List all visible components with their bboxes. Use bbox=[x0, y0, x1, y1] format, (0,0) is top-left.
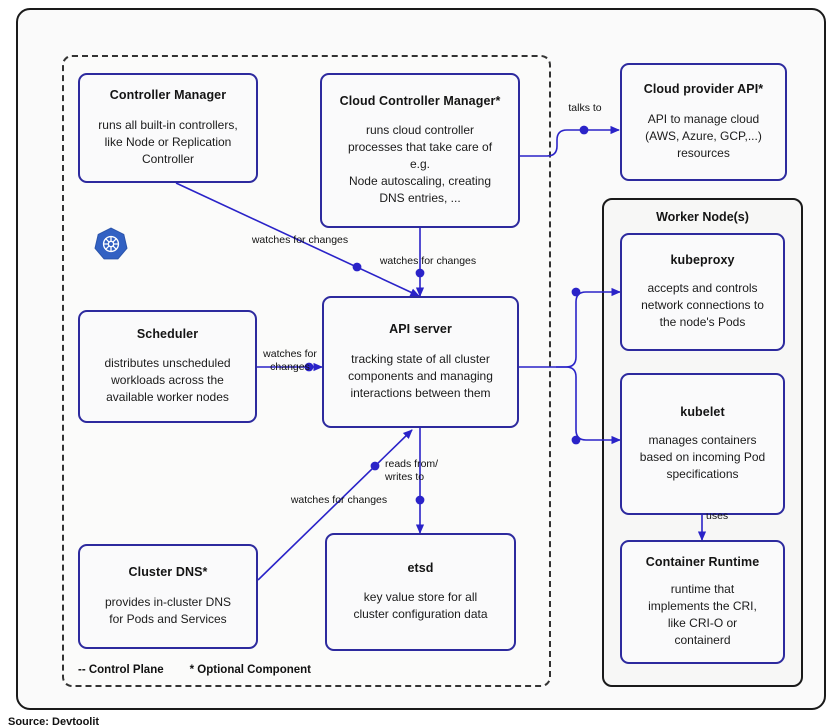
node-api-server[interactable]: API server tracking state of all cluster… bbox=[322, 296, 519, 428]
node-desc: runs cloud controller processes that tak… bbox=[347, 123, 493, 206]
node-desc: API to manage cloud (AWS, Azure, GCP,...… bbox=[645, 111, 762, 160]
legend-optional-component: * Optional Component bbox=[189, 664, 312, 676]
node-desc: key value store for all cluster configur… bbox=[353, 590, 488, 622]
node-controller-manager[interactable]: Controller Manager runs all built-in con… bbox=[78, 73, 258, 183]
edge-label-controller-manager-watches: watches for changes bbox=[251, 234, 349, 246]
node-desc: accepts and controls network connections… bbox=[641, 280, 764, 329]
edge-label-scheduler-watches: watches for changes bbox=[263, 348, 317, 374]
node-cloud-provider-api[interactable]: Cloud provider API* API to manage cloud … bbox=[620, 63, 787, 181]
node-title: kubeproxy bbox=[670, 253, 735, 268]
node-cluster-dns[interactable]: Cluster DNS* provides in-cluster DNS for… bbox=[78, 544, 258, 649]
node-kubeproxy[interactable]: kubeproxy accepts and controls network c… bbox=[620, 233, 785, 351]
node-container-runtime[interactable]: Container Runtime runtime that implement… bbox=[620, 540, 785, 664]
edge-label-kubelet-uses: uses bbox=[706, 510, 729, 522]
node-title: kubelet bbox=[680, 405, 725, 420]
node-desc: tracking state of all cluster components… bbox=[348, 351, 493, 400]
node-title: Cloud provider API* bbox=[643, 82, 764, 97]
node-title: Container Runtime bbox=[645, 554, 760, 569]
node-title: API server bbox=[389, 322, 452, 337]
kubernetes-logo-icon bbox=[94, 227, 128, 261]
node-scheduler[interactable]: Scheduler distributes unscheduled worklo… bbox=[78, 310, 257, 423]
legend-control-plane: -- Control Plane bbox=[78, 664, 164, 676]
node-title: Cloud Controller Manager* bbox=[339, 93, 501, 108]
node-title: Cluster DNS* bbox=[128, 565, 208, 580]
node-desc: provides in-cluster DNS for Pods and Ser… bbox=[104, 594, 232, 626]
node-title: etsd bbox=[407, 560, 434, 575]
node-desc: runs all built-in controllers, like Node… bbox=[98, 117, 238, 166]
edge-label-talks-to: talks to bbox=[568, 102, 602, 114]
node-desc: runtime that implements the CRI, like CR… bbox=[648, 582, 757, 648]
node-desc: distributes unscheduled workloads across… bbox=[104, 356, 231, 405]
node-title: Controller Manager bbox=[109, 88, 227, 103]
node-etsd[interactable]: etsd key value store for all cluster con… bbox=[325, 533, 516, 651]
node-cloud-controller-manager[interactable]: Cloud Controller Manager* runs cloud con… bbox=[320, 73, 520, 228]
edge-label-cloud-controller-watches: watches for changes bbox=[379, 255, 477, 267]
source-caption: Source: Devtoolit bbox=[8, 716, 100, 728]
node-desc: manages containers based on incoming Pod… bbox=[639, 432, 766, 481]
node-title: Scheduler bbox=[136, 326, 199, 341]
edge-label-dns-watches: watches for changes bbox=[290, 494, 388, 506]
node-kubelet[interactable]: kubelet manages containers based on inco… bbox=[620, 373, 785, 515]
edge-label-etsd-reads-writes: reads from/ writes to bbox=[385, 458, 439, 484]
legend: -- Control Plane * Optional Component bbox=[78, 664, 311, 676]
worker-node-region-title: Worker Node(s) bbox=[656, 210, 749, 224]
